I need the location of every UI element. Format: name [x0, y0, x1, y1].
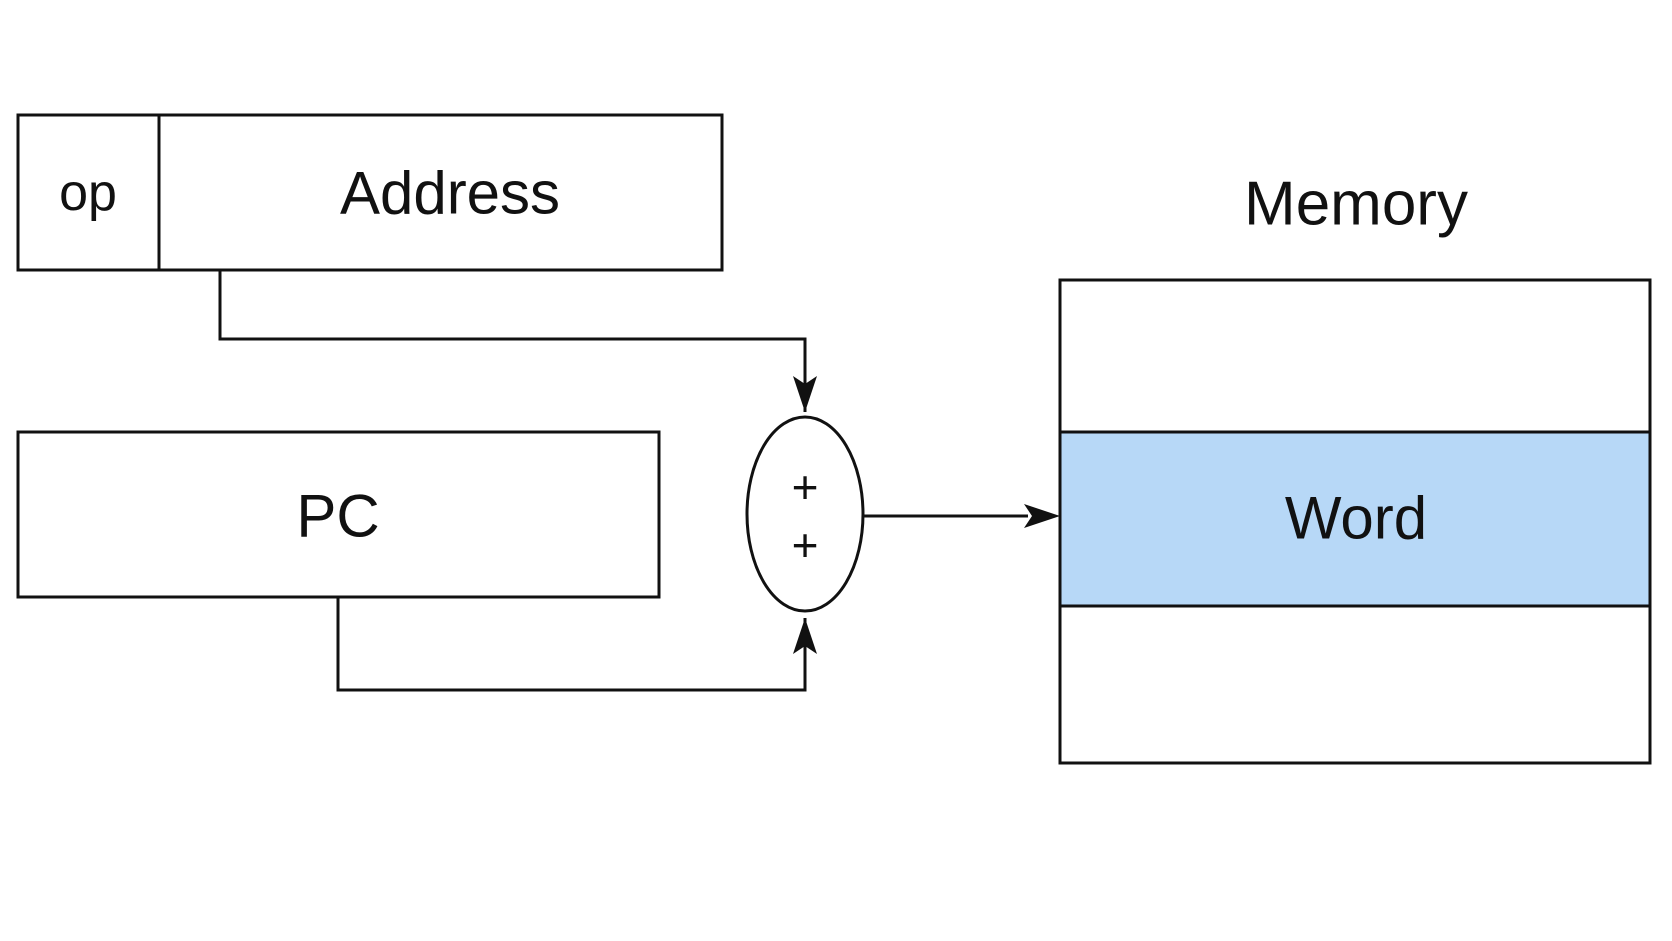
address-to-adder-arrowhead	[793, 376, 817, 412]
address-label: Address	[340, 160, 560, 227]
adder-ellipse	[745, 415, 865, 613]
op-label: op	[59, 164, 117, 222]
adder-to-word-arrowhead	[1024, 504, 1060, 528]
pc-to-adder-wire	[336, 597, 807, 692]
pc-box	[16, 430, 661, 599]
memory: Memory Word	[1058, 170, 1652, 765]
word-label: Word	[1285, 485, 1427, 552]
instruction-register: op Address	[16, 113, 724, 272]
pc-register: PC	[16, 430, 661, 599]
adder-bottom-plus: +	[792, 519, 819, 571]
adder-top-plus: +	[792, 461, 819, 513]
address-to-adder-wire	[218, 270, 807, 412]
pc-label: PC	[296, 483, 379, 550]
op-field	[16, 113, 161, 272]
memory-title: Memory	[1244, 170, 1468, 239]
adder: + +	[745, 415, 865, 613]
memory-word-cell	[1058, 430, 1652, 608]
address-field	[157, 113, 724, 272]
pc-to-adder-arrowhead	[793, 618, 817, 654]
